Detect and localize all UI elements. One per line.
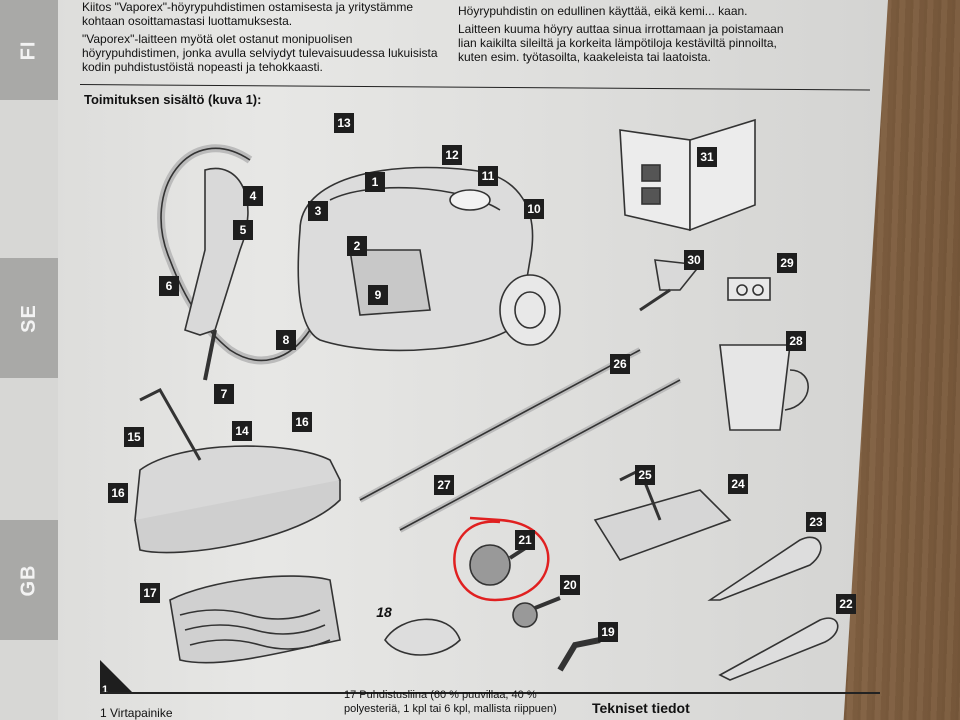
callout-8: 8 <box>276 330 296 350</box>
parts-list-item-1: 1 Virtapainike <box>100 706 173 720</box>
callout-20: 20 <box>560 575 580 595</box>
lang-tab-se: SE <box>0 258 58 378</box>
callout-14: 14 <box>232 421 252 441</box>
callout-5: 5 <box>233 220 253 240</box>
callout-27: 27 <box>434 475 454 495</box>
callout-26: 26 <box>610 354 630 374</box>
callout-13: 13 <box>334 113 354 133</box>
callout-16a: 16 <box>292 412 312 432</box>
callout-7: 7 <box>214 384 234 404</box>
callout-24: 24 <box>728 474 748 494</box>
red-highlight-circle <box>453 516 550 602</box>
callout-17: 17 <box>140 583 160 603</box>
callout-31: 31 <box>697 147 717 167</box>
figure-number: 1 <box>102 684 109 696</box>
intro-right: Höyrypuhdistin on edullinen käyttää, eik… <box>458 4 784 64</box>
callout-21: 21 <box>515 530 535 550</box>
callout-29: 29 <box>777 253 797 273</box>
lang-tab-gb: GB <box>0 520 58 640</box>
section-title: Toimituksen sisältö (kuva 1): <box>84 92 262 107</box>
callout-23: 23 <box>806 512 826 532</box>
callout-18: 18 <box>376 604 392 620</box>
callout-9: 9 <box>368 285 388 305</box>
callout-3: 3 <box>308 201 328 221</box>
callout-4: 4 <box>243 186 263 206</box>
tech-specs-title: Tekniset tiedot <box>592 700 690 716</box>
callout-25: 25 <box>635 465 655 485</box>
lang-tab-fi: FI <box>0 0 58 100</box>
parts-list-item-17: 17 Puhdistusliina (60 % puuvillaa, 40 % … <box>344 689 557 715</box>
callout-22: 22 <box>836 594 856 614</box>
callout-30: 30 <box>684 250 704 270</box>
callout-11: 11 <box>478 166 498 186</box>
callout-28: 28 <box>786 331 806 351</box>
figure-marker <box>100 660 132 692</box>
callout-19: 19 <box>598 622 618 642</box>
callout-15: 15 <box>124 427 144 447</box>
intro-left: Kiitos "Vaporex"-höyrypuhdistimen ostami… <box>82 0 438 74</box>
callout-2: 2 <box>347 236 367 256</box>
callout-1: 1 <box>365 172 385 192</box>
callout-6: 6 <box>159 276 179 296</box>
language-strip: FI SE GB <box>0 0 58 720</box>
callout-16b: 16 <box>108 483 128 503</box>
bottom-rule <box>100 692 880 694</box>
callout-10: 10 <box>524 199 544 219</box>
parts-illustration <box>134 118 839 681</box>
callout-12: 12 <box>442 145 462 165</box>
